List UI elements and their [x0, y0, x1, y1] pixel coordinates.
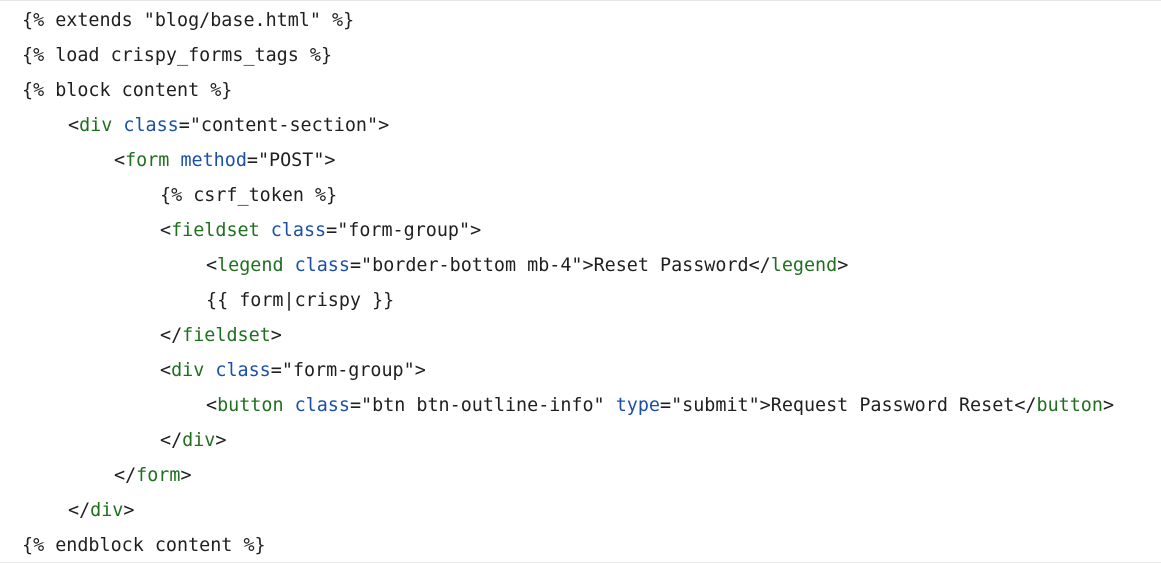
code-line: <div class="form-group"> [22, 353, 1114, 388]
code-line: </div> [22, 493, 1114, 528]
code-token: method [180, 150, 247, 171]
code-line: <form method="POST"> [22, 143, 1114, 178]
code-token: > [582, 255, 594, 276]
code-token: legend [770, 255, 838, 276]
code-line: {% csrf_token %} [22, 178, 1114, 213]
code-token: "form-group" [337, 220, 471, 241]
code-token: = [349, 395, 362, 416]
code-token: fieldset [171, 220, 260, 241]
code-token: div [90, 500, 124, 521]
code-token [284, 255, 295, 276]
code-line: {% load crispy_forms_tags %} [22, 38, 1114, 73]
code-token: </ [68, 500, 91, 521]
code-token: Request Password Reset [770, 395, 1015, 416]
code-token: "border-bottom mb-4" [361, 255, 583, 276]
code-token: </ [114, 465, 137, 486]
code-line: {% extends "blog/base.html" %} [22, 3, 1114, 38]
code-token: div [182, 430, 216, 451]
code-token: > [123, 500, 135, 521]
code-token: > [837, 255, 849, 276]
code-lines: {% extends "blog/base.html" %} {% load cr… [22, 3, 1114, 562]
code-token: < [68, 115, 80, 136]
code-token: div [171, 360, 205, 381]
code-token: "submit" [671, 395, 760, 416]
code-token: = [660, 395, 672, 416]
code-line: <fieldset class="form-group"> [22, 213, 1114, 248]
code-token: = [270, 360, 282, 381]
code-token: = [349, 255, 362, 276]
code-token: > [215, 430, 227, 451]
code-token: fieldset [182, 325, 271, 346]
code-token: > [180, 465, 192, 486]
code-token: > [1102, 395, 1115, 416]
code-token: "content-section" [189, 115, 379, 136]
code-token: </ [748, 255, 771, 276]
code-token: button [1036, 395, 1103, 416]
code-token [204, 360, 215, 381]
code-token: > [270, 325, 282, 346]
code-token [112, 115, 123, 136]
code-token: </ [1014, 395, 1037, 416]
code-token: > [414, 360, 426, 381]
code-token: type [615, 395, 661, 416]
code-token: > [324, 150, 336, 171]
code-line: {% block content %} [22, 73, 1114, 108]
code-token: form [136, 465, 181, 486]
code-token: class [294, 395, 350, 416]
code-token: = [178, 115, 190, 136]
code-token: Reset Password [593, 255, 749, 276]
code-token: {% block content %} [22, 80, 233, 101]
code-token [260, 220, 271, 241]
code-token: "form-group" [281, 360, 415, 381]
code-token: > [470, 220, 482, 241]
code-token: </ [160, 325, 183, 346]
code-token: < [160, 220, 172, 241]
code-token [284, 395, 295, 416]
code-token: > [759, 395, 771, 416]
code-token [169, 150, 180, 171]
code-line: {{ form|crispy }} [22, 283, 1114, 318]
code-token: class [215, 360, 271, 381]
code-token: class [123, 115, 179, 136]
code-token: </ [160, 430, 183, 451]
code-token: < [160, 360, 172, 381]
code-line: {% endblock content %} [22, 528, 1114, 562]
code-token: = [326, 220, 338, 241]
code-line: </form> [22, 458, 1114, 493]
code-token: form [125, 150, 170, 171]
code-token: legend [217, 255, 284, 276]
code-token: "btn btn-outline-info" [361, 395, 605, 416]
code-token: button [217, 395, 284, 416]
code-line: </fieldset> [22, 318, 1114, 353]
code-token: class [270, 220, 327, 241]
code-token: < [206, 255, 218, 276]
code-line: <div class="content-section"> [22, 108, 1114, 143]
code-token: < [114, 150, 126, 171]
code-token: < [206, 395, 218, 416]
code-token: {{ form|crispy }} [206, 290, 395, 311]
code-line: <button class="btn btn-outline-info" typ… [22, 388, 1114, 423]
code-line: <legend class="border-bottom mb-4">Reset… [22, 248, 1114, 283]
code-token: {% endblock content %} [22, 535, 266, 556]
code-token: > [378, 115, 390, 136]
code-token: = [246, 150, 258, 171]
code-token: class [294, 255, 350, 276]
code-token: div [79, 115, 113, 136]
code-token [605, 395, 616, 416]
code-token: {% load crispy_forms_tags %} [22, 45, 333, 66]
code-token: "POST" [257, 150, 325, 171]
code-line: </div> [22, 423, 1114, 458]
code-token: {% csrf_token %} [160, 185, 338, 206]
code-token: {% extends "blog/base.html" %} [22, 10, 355, 31]
